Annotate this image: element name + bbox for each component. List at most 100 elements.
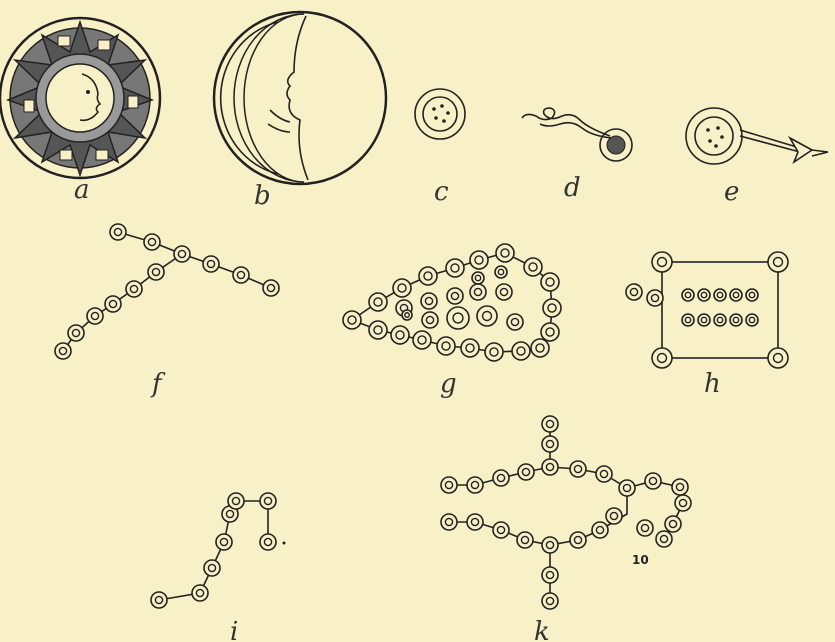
star-glyph-c: c	[415, 89, 465, 207]
star-ring-icon	[543, 299, 561, 317]
star-ring-icon	[110, 224, 126, 240]
star-ring-icon	[656, 531, 672, 547]
label-k: k	[534, 617, 550, 642]
star-ring-icon	[768, 252, 788, 272]
star-ring-icon	[369, 321, 387, 339]
label-e: e	[724, 177, 739, 207]
star-ring-icon	[570, 532, 586, 548]
star-ring-icon	[637, 520, 653, 536]
star-ring-icon	[421, 293, 437, 309]
label-a: a	[74, 175, 90, 205]
star-ring-icon	[541, 273, 559, 291]
star-ring-icon	[512, 342, 530, 360]
star-ring-icon	[151, 592, 167, 608]
star-ring-icon	[493, 522, 509, 538]
star-ring-icon	[441, 477, 457, 493]
star-ring-icon	[675, 495, 691, 511]
star-ring-icon	[369, 293, 387, 311]
star-ring-icon	[665, 516, 681, 532]
star-ring-icon	[542, 537, 558, 553]
star-ring-icon	[541, 323, 559, 341]
star-ring-icon	[470, 284, 486, 300]
star-ring-icon	[542, 567, 558, 583]
star-ring-icon	[87, 308, 103, 324]
star-ring-icon	[730, 314, 742, 326]
star-ring-icon	[470, 251, 488, 269]
star-ring-icon	[517, 532, 533, 548]
star-ring-icon	[542, 593, 558, 609]
star-ring-icon	[105, 296, 121, 312]
star-ring-icon	[682, 314, 694, 326]
star-ring-icon	[496, 244, 514, 262]
star-ring-icon	[216, 534, 232, 550]
star-ring-icon	[343, 311, 361, 329]
star-ring-icon	[714, 314, 726, 326]
star-ring-icon	[391, 326, 409, 344]
star-ring-icon	[647, 290, 663, 306]
label-c: c	[434, 177, 449, 207]
constellation-g: g	[343, 244, 561, 399]
star-ring-icon	[619, 480, 635, 496]
star-ring-icon	[495, 266, 507, 278]
star-ring-icon	[496, 284, 512, 300]
star-ring-icon	[467, 477, 483, 493]
star-ring-icon	[55, 343, 71, 359]
star-ring-icon	[441, 514, 457, 530]
shooting-star-glyph-e: e	[686, 108, 828, 207]
star-ring-icon	[746, 289, 758, 301]
star-ring-icon	[260, 534, 276, 550]
star-ring-icon	[192, 585, 208, 601]
star-ring-icon	[542, 416, 558, 432]
star-ring-icon	[228, 493, 244, 509]
star-ring-icon	[606, 508, 622, 524]
star-ring-icon	[645, 473, 661, 489]
constellation-i: i	[151, 493, 286, 642]
star-ring-icon	[461, 339, 479, 357]
star-ring-icon	[518, 464, 534, 480]
star-ring-icon	[493, 470, 509, 486]
star-ring-icon	[233, 267, 249, 283]
star-ring-icon	[419, 267, 437, 285]
star-ring-icon	[746, 314, 758, 326]
star-ring-icon	[467, 514, 483, 530]
star-ring-icon	[263, 280, 279, 296]
star-ring-icon	[68, 325, 84, 341]
figure-number: 10	[632, 553, 649, 567]
star-ring-icon	[682, 289, 694, 301]
star-ring-icon	[402, 310, 412, 320]
star-ring-icon	[626, 284, 642, 300]
comet-glyph-d: d	[522, 108, 632, 203]
star-ring-icon	[531, 339, 549, 357]
constellation-k: 10 k	[441, 416, 691, 642]
star-ring-icon	[174, 246, 190, 262]
star-ring-icon	[477, 306, 497, 326]
star-ring-icon	[144, 234, 160, 250]
star-ring-icon	[446, 259, 464, 277]
star-ring-icon	[542, 436, 558, 452]
star-ring-icon	[698, 289, 710, 301]
star-ring-icon	[126, 281, 142, 297]
star-ring-icon	[447, 307, 469, 329]
star-ring-icon	[204, 560, 220, 576]
label-f: f	[150, 369, 166, 399]
sun-glyph: a	[0, 18, 160, 205]
label-i: i	[230, 617, 238, 642]
star-ring-icon	[447, 288, 463, 304]
star-ring-icon	[542, 459, 558, 475]
star-ring-icon	[524, 258, 542, 276]
star-ring-icon	[507, 314, 523, 330]
star-ring-icon	[596, 466, 612, 482]
star-ring-icon	[652, 252, 672, 272]
star-ring-icon	[393, 279, 411, 297]
constellation-h: h	[626, 252, 788, 399]
label-h: h	[704, 369, 721, 399]
star-ring-icon	[768, 348, 788, 368]
star-ring-icon	[485, 343, 503, 361]
star-ring-icon	[698, 314, 710, 326]
star-ring-icon	[570, 461, 586, 477]
label-g: g	[440, 369, 457, 399]
constellation-f: f	[55, 224, 279, 399]
star-ring-icon	[203, 256, 219, 272]
star-ring-icon	[592, 522, 608, 538]
